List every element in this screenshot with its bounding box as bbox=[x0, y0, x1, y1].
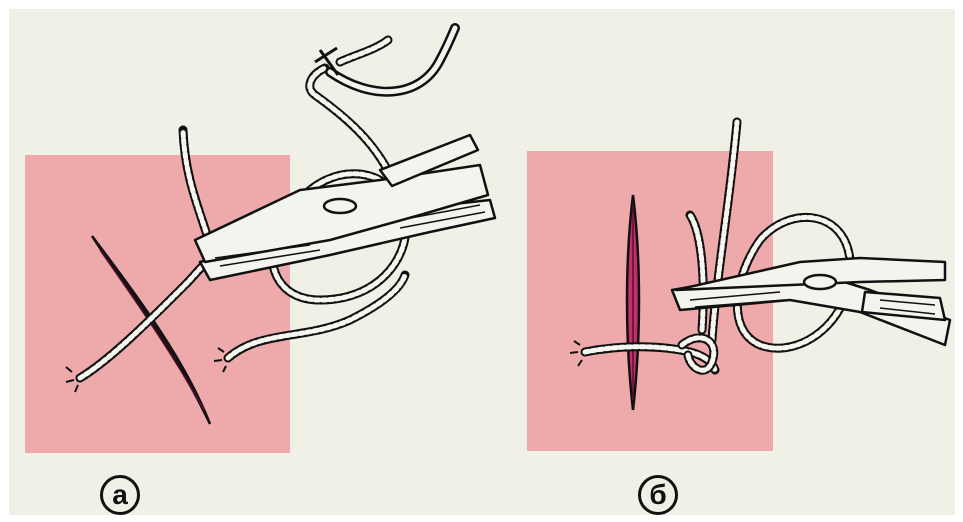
panel-label-b: б bbox=[638, 475, 678, 515]
panel-label-a: а bbox=[100, 475, 140, 515]
panel-a bbox=[25, 28, 495, 453]
panel-b bbox=[527, 122, 950, 451]
skin-patch-a bbox=[25, 155, 290, 453]
